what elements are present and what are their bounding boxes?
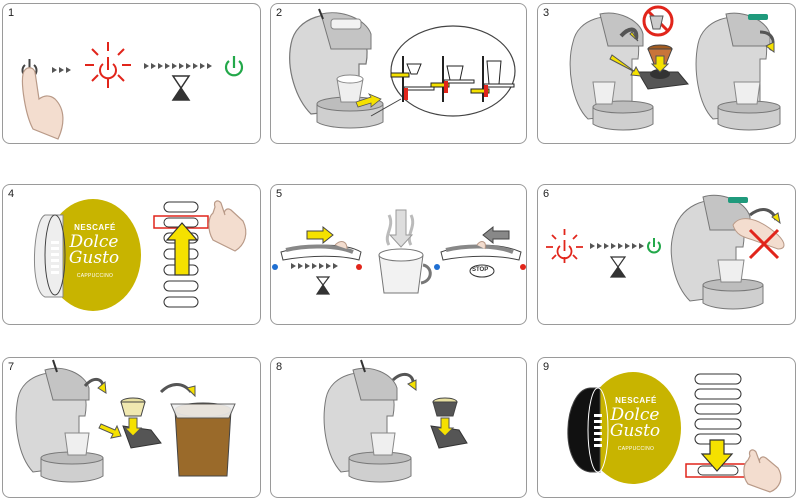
- capsule-level-bars: [594, 414, 602, 447]
- capsule-logo-dolce: Dolce: [69, 232, 119, 252]
- capsule-logo-dolce: Dolce: [610, 405, 660, 425]
- coffee-machine-closed-icon: [695, 12, 781, 131]
- coffee-machine-icon: [289, 8, 384, 129]
- power-sequence-illustration: [21, 42, 244, 140]
- power-green-icon: [647, 238, 661, 254]
- capsule-brand: NESCAFÉ: [615, 396, 657, 405]
- step-4-panel: 4 NESCAFÉ Dolce Gusto CAPPUCCINO: [2, 184, 261, 325]
- standby-illustration: [546, 194, 785, 310]
- power-blinking-red-icon: [85, 42, 131, 88]
- cross-icon: [748, 228, 780, 260]
- arrows-long-icon: [590, 243, 644, 249]
- curved-arrow-icon: [619, 27, 639, 40]
- step-1-panel: 1: [2, 3, 261, 144]
- finger-press-icon: [21, 67, 64, 140]
- coffee-machine-icon: [15, 359, 104, 483]
- capsule-icon: [567, 372, 681, 484]
- step-5-panel: 5: [270, 184, 527, 325]
- step-number: 7: [8, 361, 15, 373]
- step-number: 3: [543, 7, 550, 19]
- step-8-panel: 8: [270, 357, 527, 498]
- hand-icon: [732, 218, 785, 250]
- lever-brew-illustration: [272, 209, 526, 295]
- step-number: 2: [276, 7, 283, 19]
- capsule-logo-gusto: Gusto: [609, 421, 661, 441]
- step-number: 8: [276, 361, 283, 373]
- coffee-machine-icon: [569, 12, 654, 131]
- hourglass-icon: [315, 276, 331, 295]
- capsule-level-2-illustration: [567, 372, 782, 493]
- arrow-left-icon: [482, 225, 510, 245]
- lever-right-icon: [434, 241, 526, 270]
- cup-steam-icon: [378, 209, 432, 294]
- capsule-icon: [33, 199, 141, 311]
- step-number: 9: [543, 361, 550, 373]
- step-7-panel: 7: [2, 357, 261, 498]
- insert-capsule-illustration: [569, 5, 781, 131]
- capsule-brand: NESCAFÉ: [74, 223, 116, 232]
- arrow-up-icon: [165, 222, 199, 276]
- arrow-down-icon: [700, 439, 734, 472]
- waste-bin-icon: [170, 402, 236, 477]
- step-number: 4: [8, 188, 15, 200]
- lever-left-icon: [272, 241, 362, 270]
- step-9-panel: 9 NESCAFÉ Dolce Gusto CAPPUCCINO: [537, 357, 796, 498]
- step-6-panel: 6: [537, 184, 796, 325]
- tray-position-2-icon: [430, 56, 475, 102]
- arrow-left-icon: [609, 54, 642, 77]
- capsule-variety: CAPPUCCINO: [617, 446, 655, 452]
- step-number: 5: [276, 188, 283, 200]
- capsule-level-illustration: [33, 199, 247, 311]
- power-blinking-red-icon: [546, 229, 583, 263]
- step-2-panel: 2: [270, 3, 527, 144]
- power-green-icon: [224, 56, 244, 77]
- finger-icon: [208, 200, 247, 252]
- hourglass-icon: [609, 256, 627, 278]
- remove-capsule-illustration: [15, 359, 236, 483]
- finger-icon: [743, 449, 782, 493]
- step-3-panel: 3: [537, 3, 796, 144]
- tray-position-3-icon: [470, 56, 515, 102]
- arrows-small-icon: [291, 263, 338, 269]
- insert-capsule-2-illustration: [323, 359, 468, 483]
- arrow-right-icon: [306, 225, 334, 245]
- arrows-long-icon: [144, 63, 212, 69]
- curved-arrow-icon: [159, 383, 193, 394]
- bubble-pointer: [370, 98, 402, 117]
- tray-position-1-icon: [390, 56, 435, 102]
- hourglass-icon: [171, 75, 191, 101]
- capsule-logo-gusto: Gusto: [68, 248, 120, 268]
- stop-label: STOP: [472, 267, 489, 273]
- step-number: 1: [8, 7, 15, 19]
- coffee-machine-icon: [323, 359, 412, 483]
- arrow-down-icon: [650, 55, 670, 73]
- arrows-small-icon: [52, 67, 71, 73]
- drip-tray-illustration: [289, 8, 516, 129]
- coffee-machine-icon: [670, 194, 764, 310]
- capsule-holder-icon: [120, 397, 162, 449]
- stop-badge: [469, 264, 495, 278]
- arrow-down-icon: [435, 417, 455, 437]
- capsule-level-bars: [51, 241, 59, 274]
- capsule-holder-icon: [637, 44, 689, 90]
- step-number: 6: [543, 188, 550, 200]
- arrow-up-tray-icon: [355, 93, 382, 108]
- capsule-variety: CAPPUCCINO: [76, 273, 114, 279]
